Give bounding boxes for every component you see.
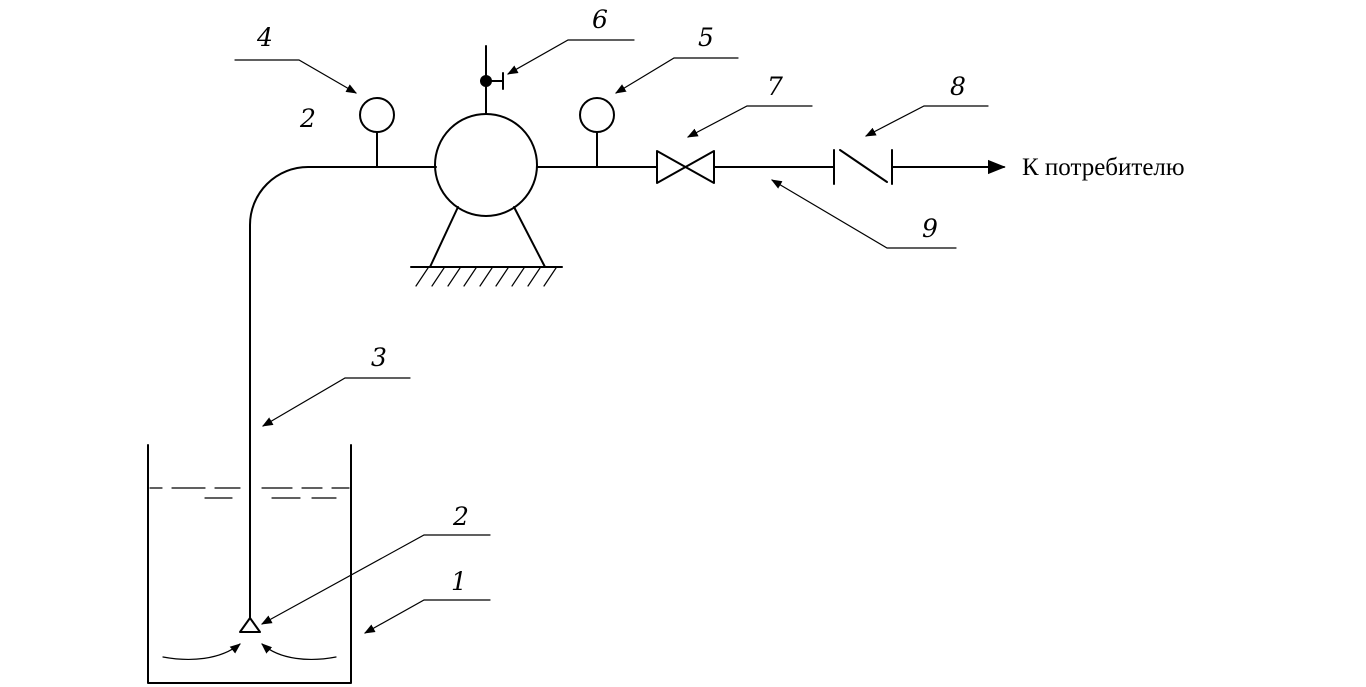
destination-label: К потребителю (1022, 154, 1185, 181)
callout-intake: 2 (452, 502, 469, 531)
tank (147, 444, 352, 684)
ground-hatch (415, 267, 557, 287)
callout-suction-pipe: 3 (371, 343, 387, 372)
gate-valve (656, 150, 715, 184)
callout-gauge-outlet: 5 (698, 23, 714, 52)
callout-tank: 1 (451, 567, 467, 596)
callout-air-valve: 6 (592, 5, 608, 34)
callout-check-valve: 8 (950, 72, 966, 101)
leader-lines (234, 39, 989, 634)
callout-gate-valve: 7 (767, 72, 783, 101)
callout-discharge-pipe: 9 (922, 214, 938, 243)
suction-pipe (249, 166, 437, 619)
intake-strainer (239, 617, 261, 633)
air-release-valve (480, 45, 504, 115)
pump (410, 113, 563, 287)
flow-arrow-right (261, 643, 337, 661)
pressure-gauge-outlet (579, 97, 615, 168)
callout-pump-inlet: 2 (299, 104, 316, 133)
pressure-gauge-inlet (359, 97, 395, 168)
callout-gauge-inlet: 4 (256, 23, 273, 52)
check-valve (833, 149, 893, 185)
water-level (149, 487, 350, 499)
flow-arrow-left (162, 643, 241, 661)
